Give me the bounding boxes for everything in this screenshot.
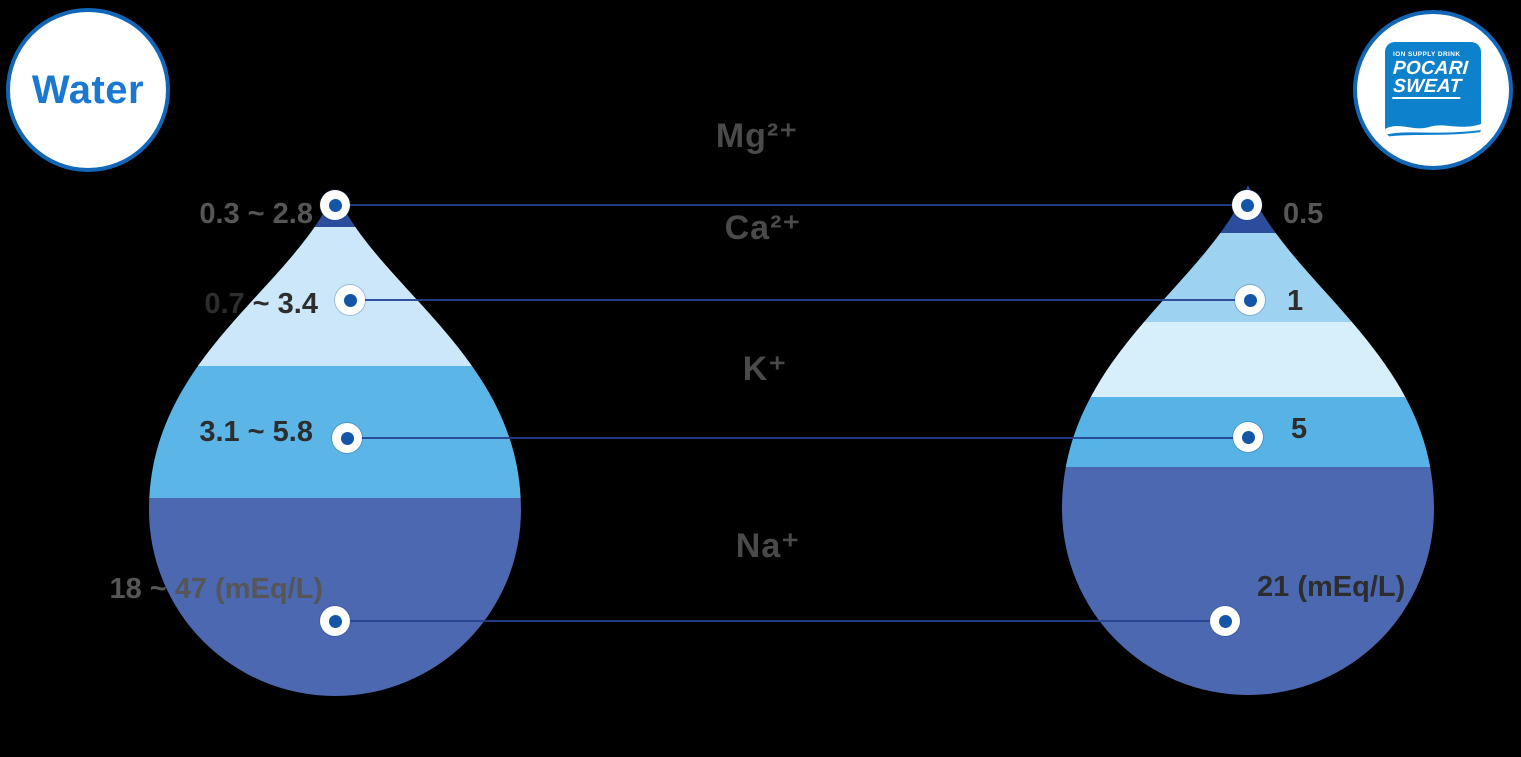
marker-dot bbox=[328, 614, 342, 628]
pocari-band-ca2 bbox=[1062, 322, 1434, 397]
water-value-mg: 0.3 ~ 2.8 bbox=[199, 198, 313, 230]
water-badge-label: Water bbox=[31, 67, 145, 112]
water-marker-k bbox=[332, 423, 362, 453]
pocari-marker-k bbox=[1233, 422, 1263, 452]
water-marker-na bbox=[320, 606, 350, 636]
pocari-value-mg: 0.5 bbox=[1283, 198, 1324, 230]
pocari-sweat-logo: ION SUPPLY DRINK POCARI SWEAT bbox=[1385, 42, 1481, 138]
marker-dot bbox=[1241, 430, 1255, 444]
pocari-value-ca: 1 bbox=[1287, 285, 1304, 317]
marker-dot bbox=[343, 293, 357, 307]
pocari-marker-ca bbox=[1235, 285, 1265, 315]
pocari-value-na: 21 (mEq/L) bbox=[1257, 571, 1406, 603]
connector-line-ca bbox=[350, 299, 1250, 301]
pocari-badge: ION SUPPLY DRINK POCARI SWEAT bbox=[1353, 10, 1513, 170]
pocari-marker-mg bbox=[1232, 190, 1262, 220]
water-marker-ca bbox=[335, 285, 365, 315]
pocari-marker-na bbox=[1210, 606, 1240, 636]
marker-dot bbox=[328, 198, 342, 212]
marker-dot bbox=[1243, 293, 1257, 307]
connector-line-k bbox=[347, 437, 1248, 439]
water-value-k: 3.1 ~ 5.8 bbox=[199, 416, 313, 448]
pocari-wave-icon bbox=[1385, 124, 1481, 138]
water-badge: Water bbox=[6, 8, 170, 172]
ion-label-k: K⁺ bbox=[742, 350, 788, 388]
ion-label-ca: Ca²⁺ bbox=[724, 209, 802, 247]
pocari-value-k: 5 bbox=[1291, 413, 1308, 445]
water-value-na: 18 ~ 47 (mEq/L) bbox=[109, 573, 323, 605]
ion-label-mg: Mg²⁺ bbox=[715, 117, 799, 155]
connector-line-na bbox=[335, 620, 1225, 622]
marker-dot bbox=[340, 431, 354, 445]
marker-dot bbox=[1240, 198, 1254, 212]
marker-dot bbox=[1218, 614, 1232, 628]
water-marker-mg bbox=[320, 190, 350, 220]
water-value-ca: 0.7 ~ 3.4 bbox=[204, 288, 318, 320]
connector-line-mg bbox=[335, 204, 1247, 206]
ion-label-na: Na⁺ bbox=[735, 527, 801, 565]
pocari-brand-line2: SWEAT bbox=[1392, 76, 1462, 100]
pocari-tagline: ION SUPPLY DRINK bbox=[1393, 51, 1461, 58]
